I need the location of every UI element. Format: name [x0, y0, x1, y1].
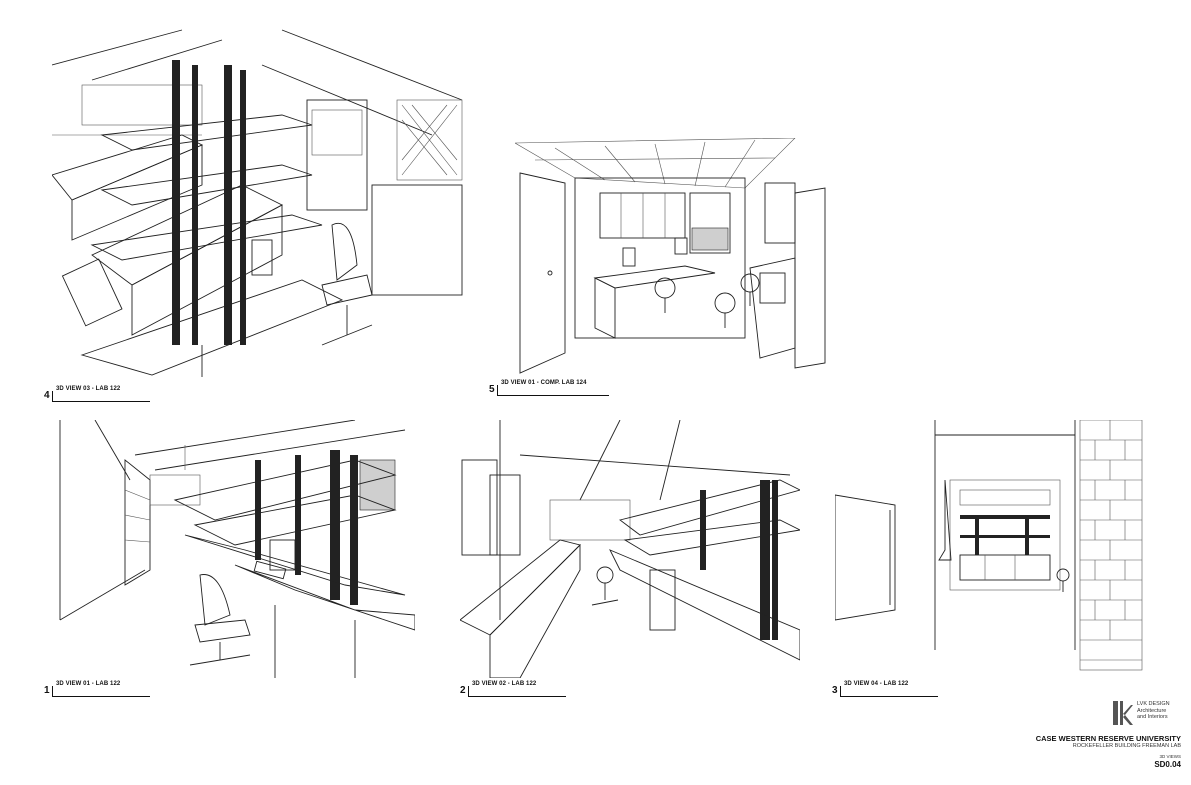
view-5-perspective	[515, 138, 826, 374]
view-2-caption-rule	[468, 696, 566, 697]
firm-logo: LVK DESIGN Architecture and Interiors	[1111, 700, 1181, 728]
firm-name: LVK DESIGN Architecture and Interiors	[1137, 701, 1170, 721]
view-2-perspective	[460, 420, 800, 678]
view-2-title: 3D VIEW 02 - LAB 122	[472, 681, 537, 687]
view-5-caption: 5 3D VIEW 01 - COMP. LAB 124	[489, 380, 609, 396]
sheet-name: 3D VIEWS	[1159, 754, 1181, 759]
view-4-caption-rule	[52, 401, 150, 402]
firm-line-2: Architecture	[1137, 707, 1167, 714]
view-3-number: 3	[832, 685, 838, 696]
view-1-drawing	[55, 420, 415, 678]
firm-line-3: and Interiors	[1137, 714, 1168, 720]
view-4-caption: 4 3D VIEW 03 - LAB 122	[44, 386, 150, 402]
view-1-caption-tick	[52, 686, 53, 697]
view-4-perspective	[52, 29, 463, 377]
project-name: ROCKEFELLER BUILDING FREEMAN LAB	[1072, 743, 1181, 749]
view-4-title: 3D VIEW 03 - LAB 122	[56, 386, 121, 392]
view-5-caption-rule	[497, 395, 609, 396]
view-1-number: 1	[44, 685, 50, 696]
view-4-number: 4	[44, 390, 50, 401]
view-5-drawing	[515, 138, 835, 376]
sheet-number: SD0.04	[1154, 760, 1181, 769]
title-block: LVK DESIGN Architecture and Interiors CA…	[941, 700, 1181, 780]
view-2-drawing	[460, 420, 800, 678]
view-1-caption-rule	[52, 696, 150, 697]
view-5-caption-tick	[497, 385, 498, 396]
view-3-caption: 3 3D VIEW 04 - LAB 122	[832, 681, 938, 697]
view-3-caption-tick	[840, 686, 841, 697]
view-3-drawing	[835, 420, 1145, 678]
client-name: CASE WESTERN RESERVE UNIVERSITY	[1035, 734, 1181, 743]
view-2-number: 2	[460, 685, 466, 696]
firm-line-1: LVK DESIGN	[1137, 701, 1170, 707]
view-1-perspective	[59, 420, 415, 678]
view-1-caption: 1 3D VIEW 01 - LAB 122	[44, 681, 150, 697]
view-4-caption-tick	[52, 391, 53, 402]
view-2-caption-tick	[468, 686, 469, 697]
view-4-drawing	[52, 25, 470, 377]
view-2-caption: 2 3D VIEW 02 - LAB 122	[460, 681, 566, 697]
lvk-logo-icon	[1113, 701, 1133, 725]
view-5-number: 5	[489, 384, 495, 395]
view-3-title: 3D VIEW 04 - LAB 122	[844, 681, 909, 687]
view-3-perspective	[835, 420, 1143, 671]
view-1-title: 3D VIEW 01 - LAB 122	[56, 681, 121, 687]
view-5-title: 3D VIEW 01 - COMP. LAB 124	[501, 380, 587, 386]
view-3-caption-rule	[840, 696, 938, 697]
